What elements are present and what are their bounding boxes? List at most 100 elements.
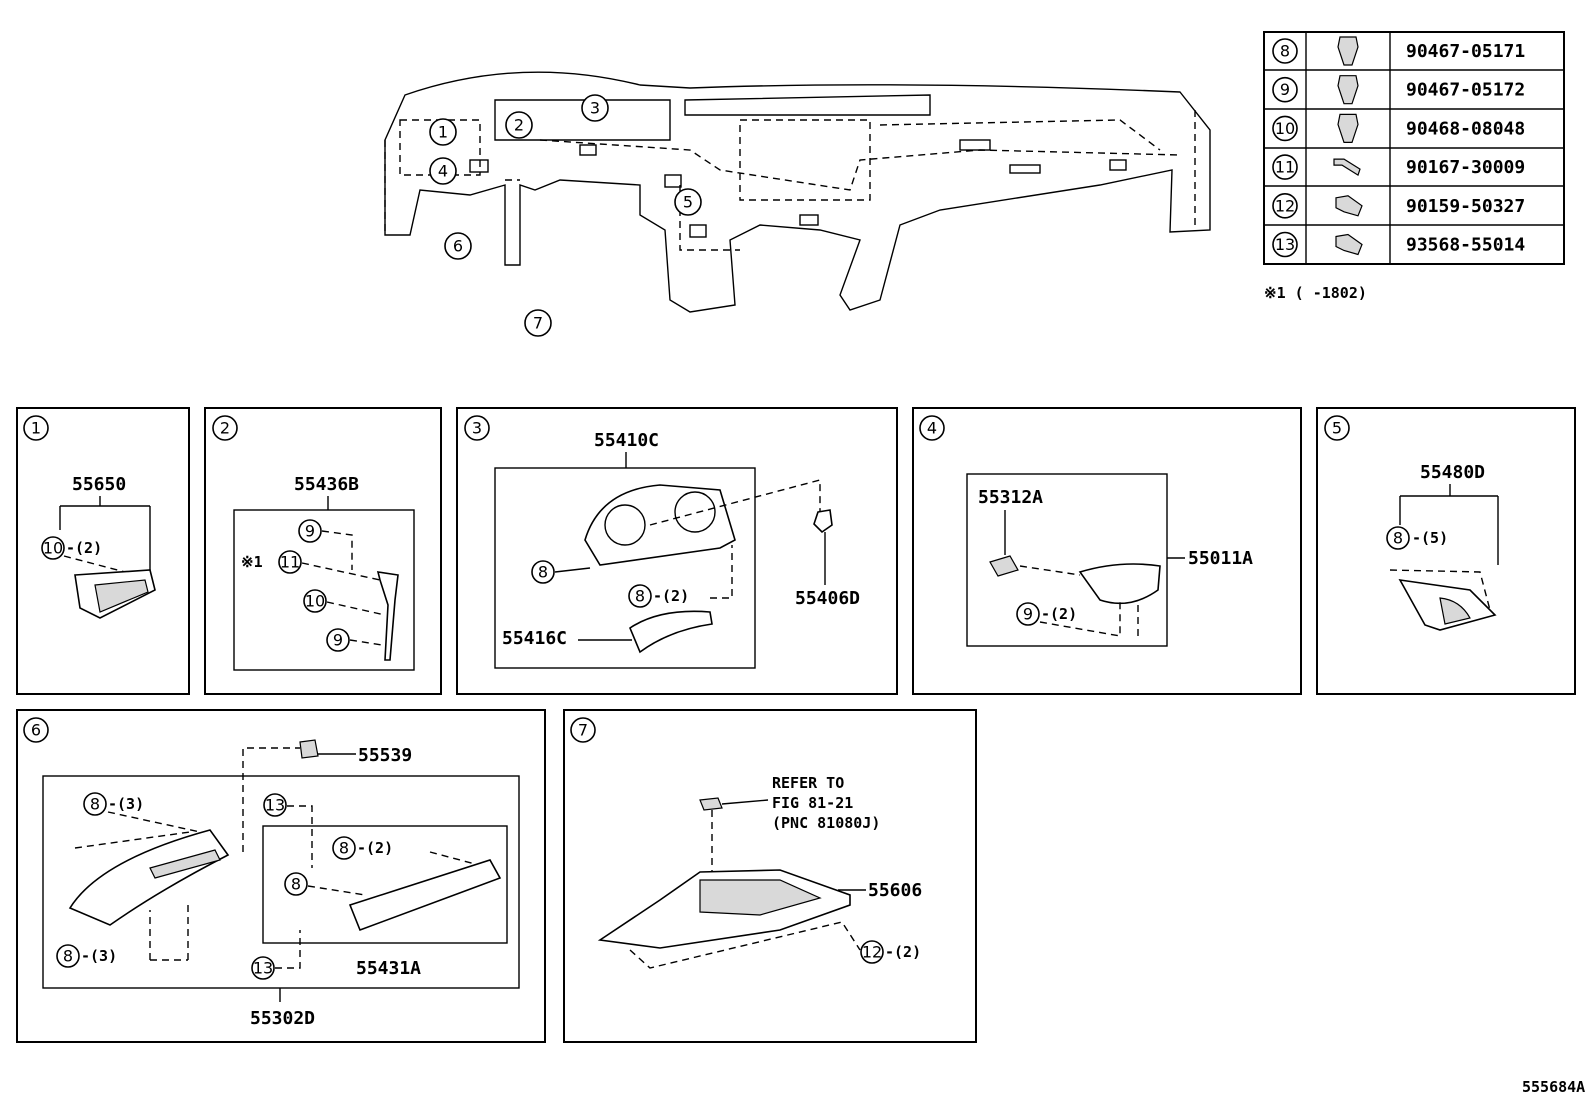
bolt-icon: [1335, 233, 1363, 256]
panel-6-ref: 6: [31, 721, 41, 740]
panel-1: 1 55650 10 -(2): [16, 407, 190, 695]
part-55312A: 55312A: [978, 487, 1043, 508]
table-part-no: 90468-08048: [1406, 118, 1525, 139]
panel-5-ref: 5: [1332, 419, 1342, 438]
table-row: 10 90468-08048: [1272, 113, 1525, 143]
table-ref-circle: [1272, 76, 1298, 103]
screw-icon: [1333, 158, 1361, 177]
clip-icon: [1337, 113, 1359, 143]
table-part-no: 90467-05172: [1406, 80, 1525, 101]
panel-4-f9: 9: [1023, 605, 1033, 624]
panel-1-qty: -(2): [66, 539, 102, 557]
table-ref-circle: [1272, 231, 1298, 258]
panel-5-qty: -(5): [1412, 529, 1448, 547]
table-row: 9 90467-05172: [1272, 75, 1525, 105]
table-ref-circle: [1272, 154, 1298, 180]
clip-icon: [1337, 36, 1359, 66]
table-part-no: 93568-55014: [1406, 235, 1525, 256]
refer-line-3: (PNC 81080J): [772, 814, 880, 832]
panel-7: 7 REFER TO FIG 81-21 (PNC 81080J) 55606 …: [563, 709, 977, 1043]
refer-line-2: FIG 81-21: [772, 794, 853, 812]
panel-6-qty-d: -(3): [81, 947, 117, 965]
footnote: ※1 ( -1802): [1264, 284, 1367, 302]
panel-4-ref: 4: [927, 419, 937, 438]
panel-7-qty: -(2): [885, 943, 921, 961]
table-ref-circle: [1272, 193, 1298, 219]
overview-ref-3: 3: [590, 99, 600, 118]
panel-3-ref: 3: [472, 419, 482, 438]
table-part-no: 90159-50327: [1406, 196, 1525, 217]
panel-6-qty-b: -(2): [357, 839, 393, 857]
part-55431A: 55431A: [356, 958, 421, 979]
table-ref-circle: [1272, 38, 1298, 64]
panel-6-f8b: 8: [339, 839, 349, 858]
part-55650: 55650: [72, 474, 126, 495]
figure-id: 555684A: [1522, 1078, 1585, 1096]
overview-ref-6: 6: [453, 237, 463, 256]
panel-1-ref: 1: [31, 419, 41, 438]
panel-4: 4 55312A 55011A 9 -(2): [912, 407, 1302, 695]
panel-7-ref: 7: [578, 721, 588, 740]
overview-ref-1: 1: [438, 123, 448, 142]
part-55302D: 55302D: [250, 1008, 315, 1029]
part-55011A: 55011A: [1188, 548, 1253, 569]
panel-4-qty: -(2): [1041, 605, 1077, 623]
panel-5: 5 55480D 8 -(5): [1316, 407, 1576, 695]
switch-part: [299, 739, 319, 759]
overview-ref-4: 4: [438, 162, 448, 181]
table-row: 11 90167-30009: [1272, 154, 1525, 180]
table-ref: 8: [1280, 42, 1290, 61]
overview-ref-5: 5: [683, 193, 693, 212]
part-55480D: 55480D: [1420, 462, 1485, 483]
part-55406D: 55406D: [795, 588, 860, 609]
panel-3: 3 55410C 8 8 -(2) 55406D 55416C: [456, 407, 898, 695]
overview-ref-2: 2: [514, 116, 524, 135]
panel-6-f13a: 13: [265, 796, 285, 815]
knee-panel-part: [348, 859, 502, 932]
part-55416C: 55416C: [502, 628, 567, 649]
part-55436B: 55436B: [294, 474, 359, 495]
meter-hood-part: [584, 484, 736, 566]
fastener-table-rows: 8 90467-05171 9 90467-05172 10 90468-08048 11 9…: [1272, 36, 1525, 258]
part-55539: 55539: [358, 745, 412, 766]
table-ref: 9: [1280, 80, 1290, 99]
table-part-no: 90467-05171: [1406, 41, 1525, 62]
panel-6-f13b: 13: [253, 959, 273, 978]
panel-5-f8: 8: [1393, 529, 1403, 548]
panel-3-f8: 8: [538, 563, 548, 582]
meter-cover-part: [629, 610, 713, 654]
bracket-part: [376, 571, 399, 661]
clip-part: [813, 509, 833, 534]
table-row: 8 90467-05171: [1272, 36, 1525, 66]
table-ref: 10: [1275, 119, 1295, 138]
table-ref: 11: [1275, 158, 1295, 177]
panel-1-fastener: 10: [43, 539, 63, 558]
table-ref: 12: [1275, 196, 1295, 215]
knob-part: [989, 555, 1019, 577]
panel-6-f8a: 8: [90, 795, 100, 814]
panel-6-f8d: 8: [63, 947, 73, 966]
overview-callouts: 1 2 3 4 5 6 7: [429, 94, 702, 337]
overview-ref-7: 7: [533, 314, 543, 333]
panel-6-f8c: 8: [291, 875, 301, 894]
panel-2-f9a: 9: [305, 522, 315, 541]
table-part-no: 90167-30009: [1406, 157, 1525, 178]
panel-3-f8b: 8: [635, 587, 645, 606]
panel-2: 2 55436B 9 ※1 11 10 9: [204, 407, 442, 695]
lower-panel-part: [68, 829, 230, 926]
dashboard-overview: [384, 71, 1211, 313]
pad-part: [1078, 563, 1161, 605]
fastener-table: [1263, 31, 1565, 265]
panel-3-qty-b: -(2): [653, 587, 689, 605]
table-row: 13 93568-55014: [1272, 231, 1525, 258]
panel-2-f9b: 9: [333, 631, 343, 650]
part-55606: 55606: [868, 880, 922, 901]
clip-icon: [1337, 75, 1359, 105]
table-ref-circle: [1272, 115, 1298, 142]
bolt-icon: [1335, 195, 1363, 217]
panel-7-f12: 12: [862, 943, 882, 962]
part-55410C: 55410C: [594, 430, 659, 451]
panel-2-ref: 2: [220, 419, 230, 438]
table-ref: 13: [1275, 235, 1295, 254]
